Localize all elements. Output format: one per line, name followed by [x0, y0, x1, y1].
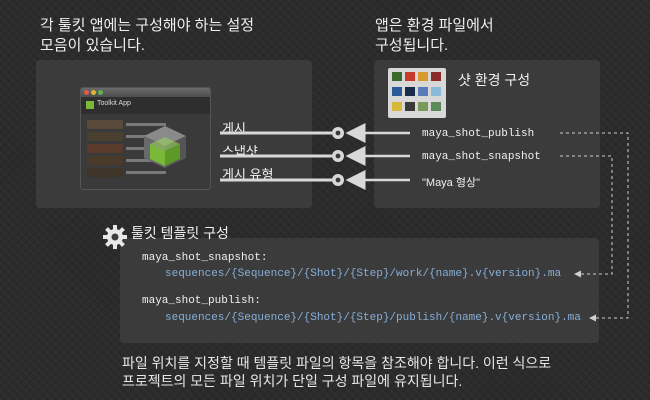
zoom-dot-icon	[98, 90, 103, 95]
caption-line: 파일 위치를 지정할 때 템플릿 파일의 항목을 참조해야 합니다. 이런 식으…	[122, 355, 552, 371]
top-right-caption: 앱은 환경 파일에서 구성됩니다.	[375, 16, 494, 56]
env-value-snapshot: maya_shot_snapshot	[422, 151, 541, 163]
thumb	[87, 156, 123, 165]
tile-icon	[392, 72, 402, 81]
thumb	[87, 132, 123, 141]
tile-icon	[392, 87, 402, 96]
tile-icon	[392, 102, 402, 111]
caption-line: 앱은 환경 파일에서	[375, 17, 494, 34]
template-panel	[120, 238, 599, 343]
template-panel-title: 툴킷 템플릿 구성	[131, 225, 229, 241]
tile-icon	[418, 72, 428, 81]
row-text	[126, 159, 166, 162]
gear-icon	[103, 225, 127, 249]
tile-icon	[405, 72, 415, 81]
row-text	[126, 171, 166, 174]
window-titlebar	[81, 88, 210, 97]
env-panel-title: 샷 환경 구성	[458, 72, 531, 88]
tile-icon	[418, 87, 428, 96]
tile-icon	[431, 72, 441, 81]
env-icons-grid	[388, 68, 446, 118]
minimize-dot-icon	[91, 90, 96, 95]
tile-icon	[431, 102, 441, 111]
app-logo-icon	[86, 101, 94, 109]
tile-icon	[405, 87, 415, 96]
tile-icon	[405, 102, 415, 111]
thumb	[87, 168, 123, 177]
env-value-publish-type: "Maya 형상"	[422, 177, 481, 189]
template-path-snapshot: sequences/{Sequence}/{Shot}/{Step}/work/…	[165, 268, 562, 280]
cube-icon	[144, 126, 186, 168]
thumb	[87, 120, 123, 129]
env-value-publish: maya_shot_publish	[422, 128, 535, 140]
row-text	[126, 123, 166, 126]
app-header: Toolkit App	[81, 97, 210, 114]
template-key-publish: maya_shot_publish:	[142, 295, 261, 307]
setting-label-publish-type: 게시 유형	[222, 167, 274, 182]
caption-line: 구성됩니다.	[375, 37, 449, 54]
top-left-caption: 각 툴킷 앱에는 구성해야 하는 설정 모음이 있습니다.	[40, 16, 254, 56]
thumb	[87, 144, 123, 153]
caption-line: 모음이 있습니다.	[40, 37, 145, 54]
bottom-caption: 파일 위치를 지정할 때 템플릿 파일의 항목을 참조해야 합니다. 이런 식으…	[122, 354, 551, 390]
app-title: Toolkit App	[97, 100, 131, 107]
tile-icon	[431, 87, 441, 96]
caption-line: 프로젝트의 모든 파일 위치가 단일 구성 파일에 유지됩니다.	[122, 373, 463, 389]
template-path-publish: sequences/{Sequence}/{Shot}/{Step}/publi…	[165, 312, 581, 324]
tile-icon	[418, 102, 428, 111]
caption-line: 각 툴킷 앱에는 구성해야 하는 설정	[40, 17, 255, 34]
template-key-snapshot: maya_shot_snapshot:	[142, 252, 268, 264]
close-dot-icon	[84, 90, 89, 95]
